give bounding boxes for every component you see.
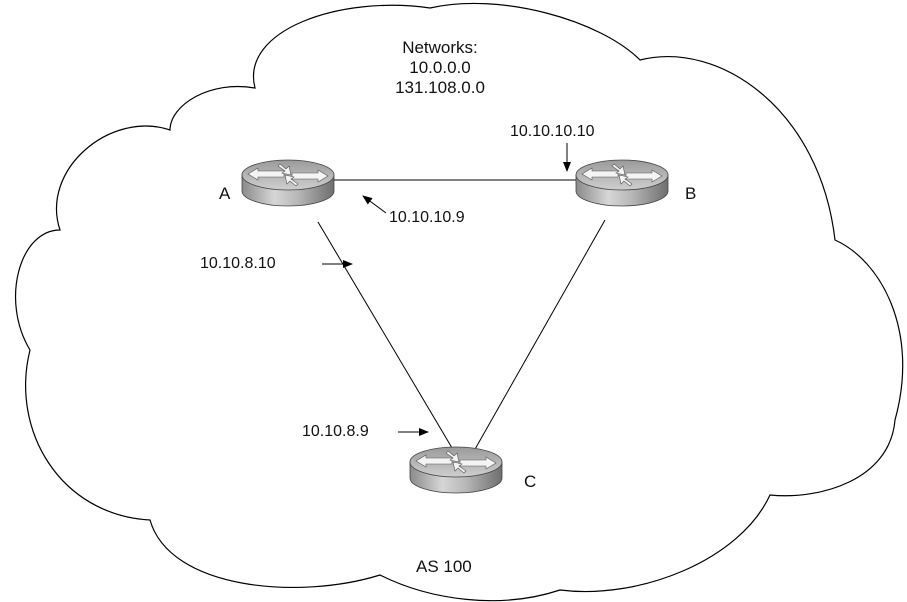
as-label: AS 100 [416,557,472,576]
network-entry: 131.108.0.0 [395,78,485,97]
network-entry: 10.0.0.0 [409,58,471,77]
link-a-c [317,221,459,459]
interface-a-ac: 10.10.8.10 [200,255,276,272]
arrow-a-ab-interface [362,195,387,214]
interface-b-ab: 10.10.10.10 [510,123,595,140]
router-a-label: A [219,184,231,203]
interface-a-ab: 10.10.10.9 [389,209,465,226]
networks-heading: Networks: [402,38,478,57]
router-c-label: C [524,472,537,491]
interface-c-ac: 10.10.8.9 [302,423,369,440]
router-c [409,446,503,494]
router-b-label: B [685,184,697,203]
as-cloud [15,2,904,602]
link-b-c [469,219,606,459]
router-b [575,159,669,207]
networks-label: Networks: 10.0.0.0 131.108.0.0 [380,38,500,98]
router-a [241,159,335,207]
